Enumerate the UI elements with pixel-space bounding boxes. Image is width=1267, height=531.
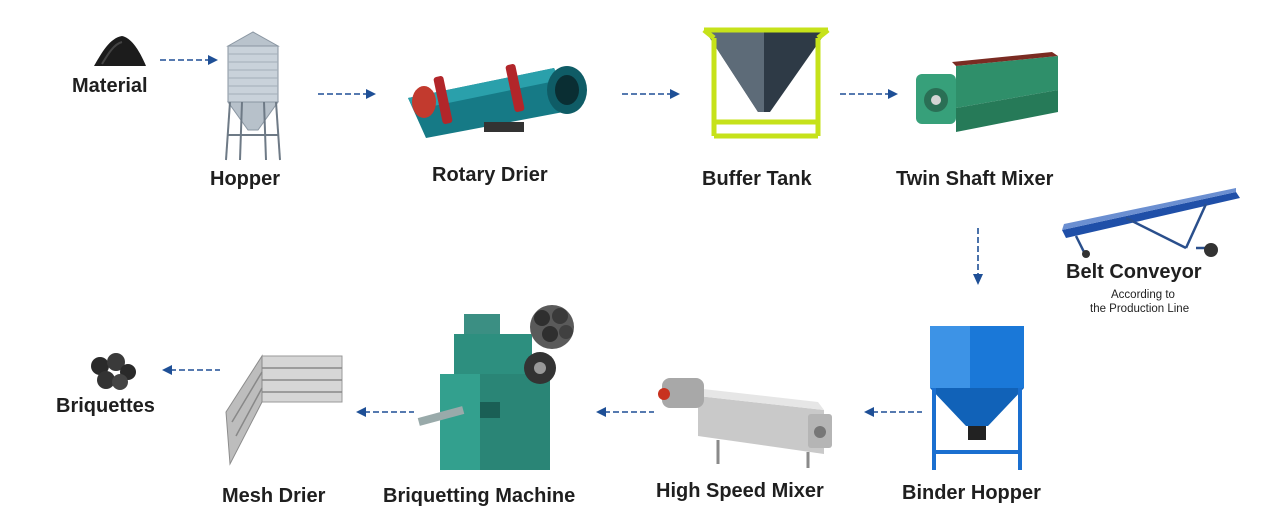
briquetting-machine-icon [417, 314, 556, 470]
rotary-drier-icon [408, 64, 587, 138]
arrow-briquetting-to-meshdrier [356, 407, 414, 417]
briquette-balls-icon [530, 305, 574, 349]
arrow-buffer-to-mixer [840, 89, 898, 99]
label-binder-hopper: Binder Hopper [902, 482, 1041, 504]
label-hopper: Hopper [210, 168, 280, 190]
binder-hopper-icon [930, 326, 1024, 470]
label-briquettes: Briquettes [56, 395, 155, 417]
briquettes-icon [91, 353, 136, 390]
hopper-icon [225, 31, 281, 161]
label-material: Material [72, 75, 148, 97]
label-high-speed-mixer: High Speed Mixer [656, 480, 824, 502]
high-speed-mixer-icon [658, 378, 832, 468]
label-belt-conveyor: Belt Conveyor [1066, 261, 1202, 283]
buffer-tank-icon [702, 27, 830, 139]
label-twin-shaft-mixer: Twin Shaft Mixer [896, 168, 1054, 190]
arrow-drier-to-buffer [622, 89, 680, 99]
twin-shaft-mixer-icon [916, 52, 1058, 132]
material-pile-icon [94, 36, 146, 66]
label-rotary-drier: Rotary Drier [432, 164, 548, 186]
arrow-highspeed-to-briquetting [596, 407, 654, 417]
label-mesh-drier: Mesh Drier [222, 485, 326, 507]
belt-conveyor-note-1: According to [1111, 289, 1175, 301]
arrow-material-to-hopper [160, 55, 218, 65]
arrow-mixer-to-binder [973, 228, 983, 285]
arrow-hopper-to-drier [318, 89, 376, 99]
arrow-meshdrier-to-briquettes [162, 365, 220, 375]
arrow-binder-to-highspeed [864, 407, 922, 417]
label-briquetting-machine: Briquetting Machine [383, 485, 576, 507]
mesh-drier-icon [225, 354, 343, 466]
label-buffer-tank: Buffer Tank [702, 168, 812, 190]
belt-conveyor-icon [1062, 188, 1240, 258]
belt-conveyor-note-2: the Production Line [1090, 303, 1190, 315]
